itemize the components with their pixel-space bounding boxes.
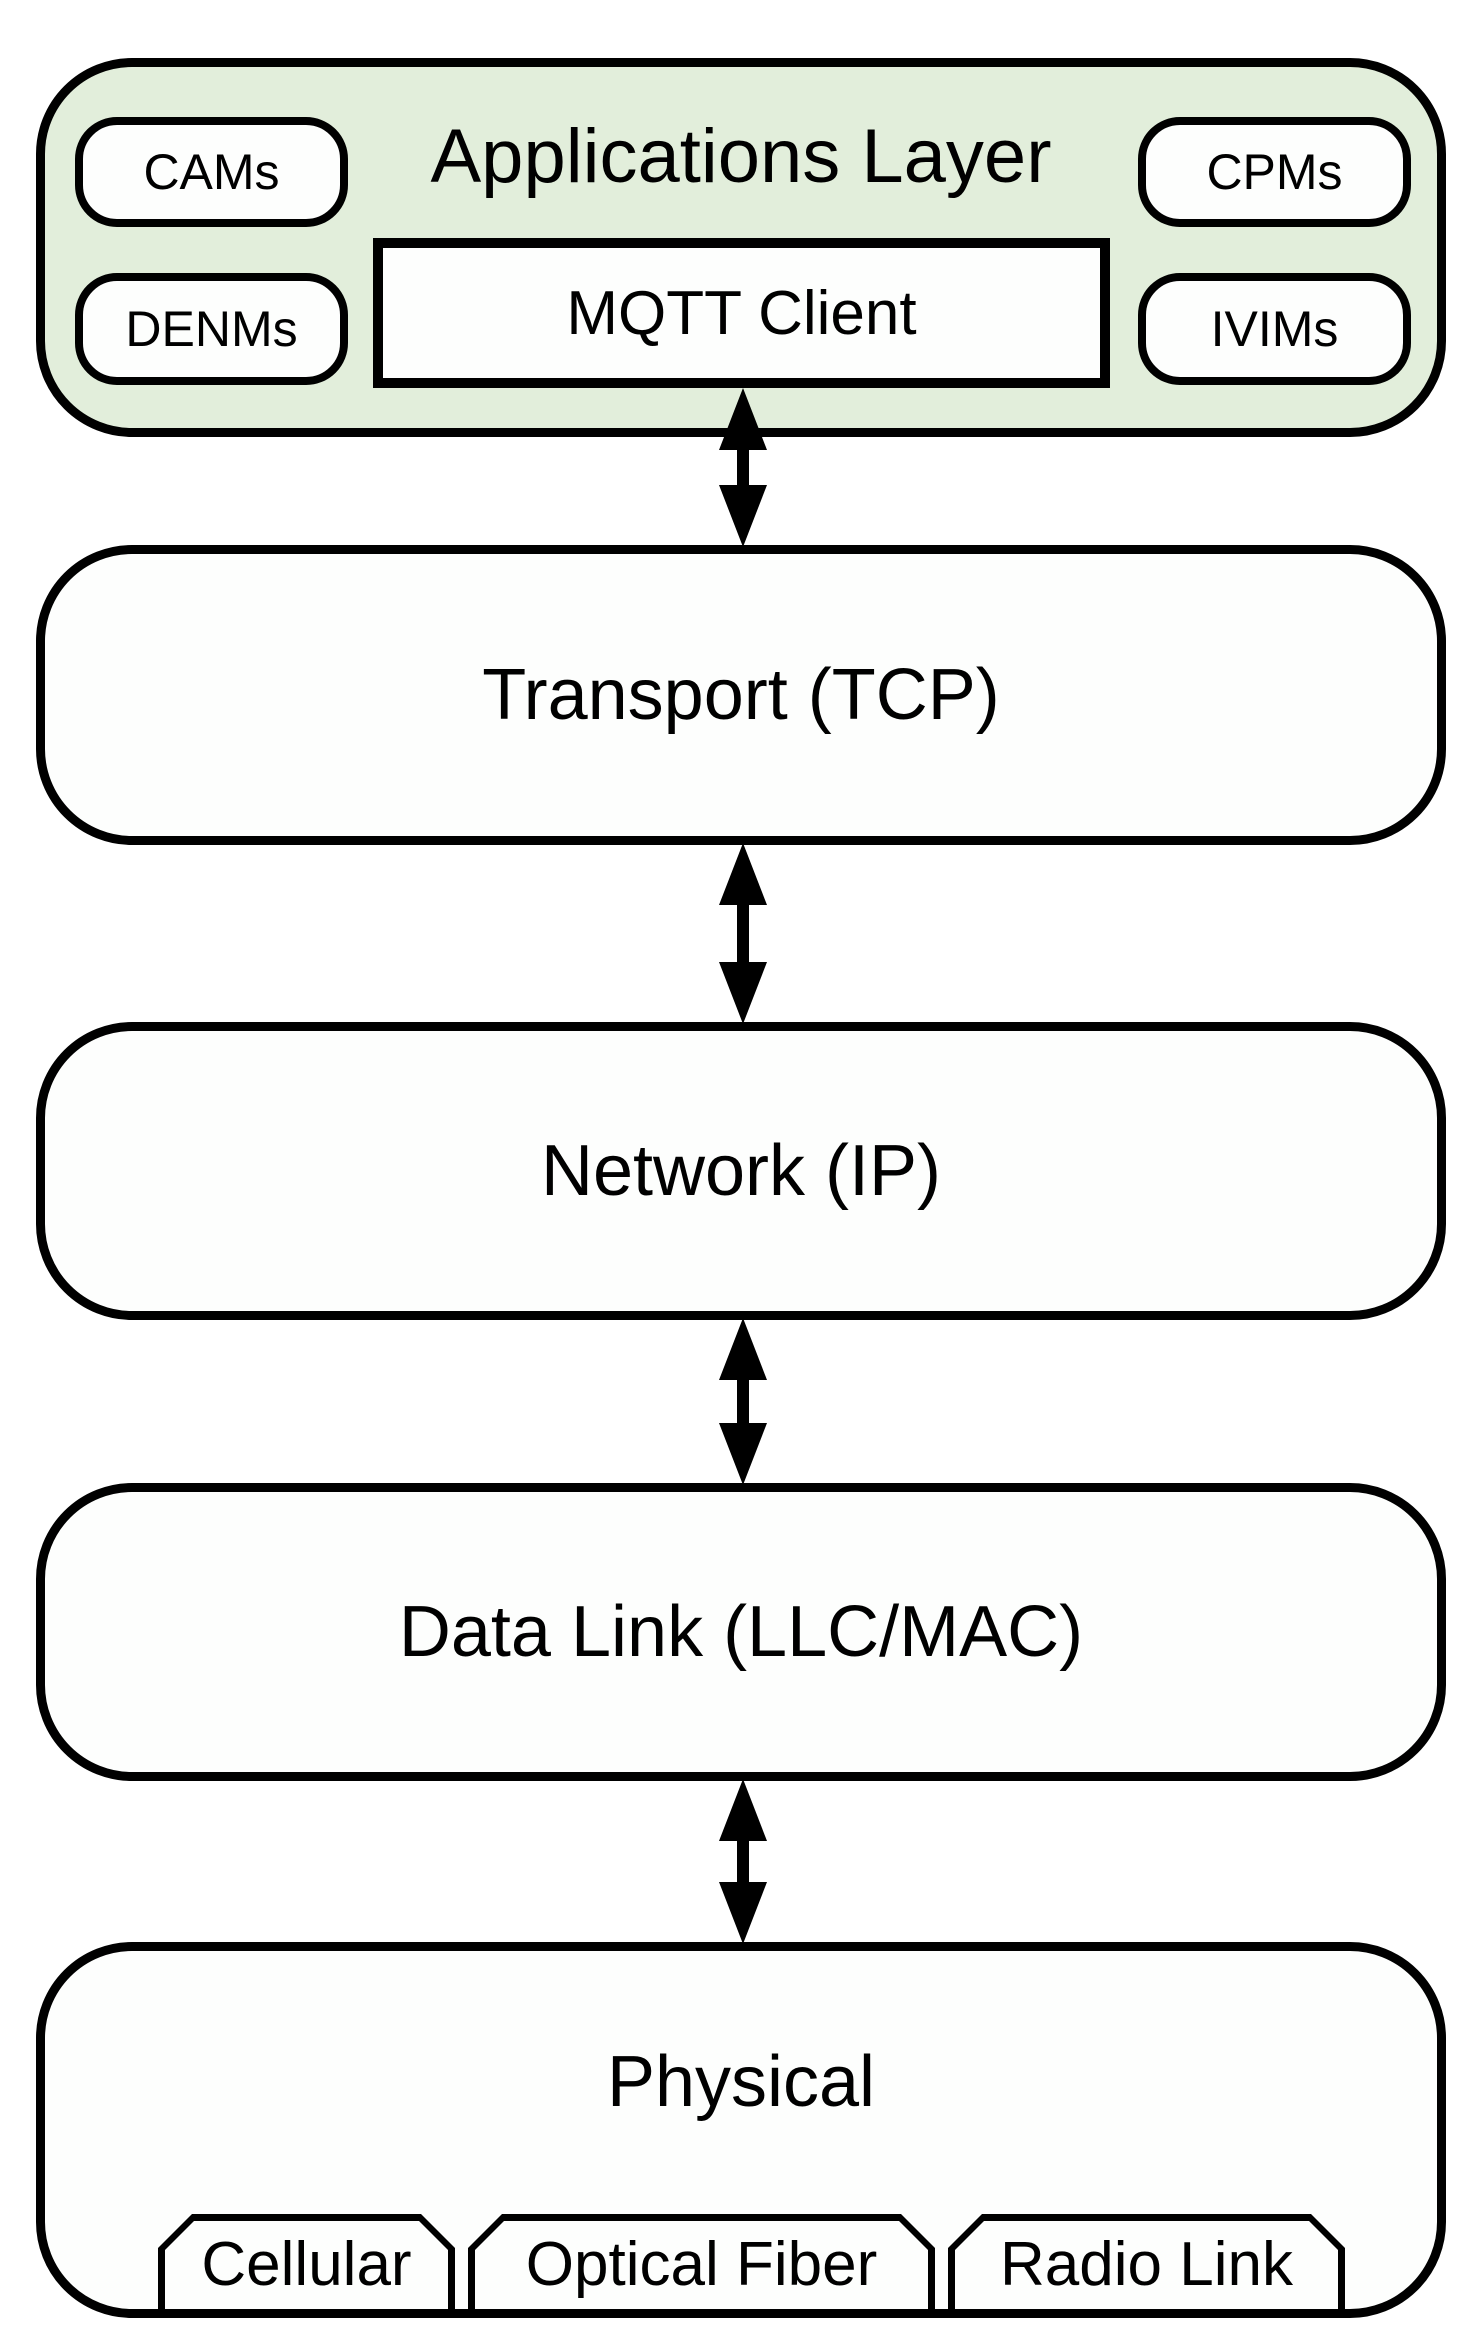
badge-ivims: IVIMs <box>1138 273 1411 385</box>
bidirectional-arrow-icon <box>719 843 767 1024</box>
sublayer-radio-link: Radio Link <box>948 2214 1345 2309</box>
physical-layer-box: Physical Cellular Optical Fiber Radio Li… <box>36 1942 1446 2318</box>
mqtt-client-label: MQTT Client <box>566 278 917 348</box>
transport-layer-label: Transport (TCP) <box>482 655 1000 735</box>
mqtt-client-box: MQTT Client <box>373 238 1110 388</box>
applications-layer-box: Applications Layer CAMs CPMs DENMs IVIMs… <box>36 58 1446 437</box>
sublayer-cellular-label: Cellular <box>201 2230 412 2299</box>
badge-cpms-label: CPMs <box>1206 144 1343 200</box>
sublayer-radio-link-label: Radio Link <box>1000 2230 1293 2299</box>
sublayer-optical-fiber-label: Optical Fiber <box>525 2230 878 2299</box>
bidirectional-arrow-icon <box>719 1318 767 1485</box>
badge-denms: DENMs <box>75 273 348 385</box>
bidirectional-arrow-icon <box>719 1779 767 1944</box>
data-link-layer-label: Data Link (LLC/MAC) <box>398 1592 1084 1672</box>
applications-layer-title: Applications Layer <box>430 114 1052 199</box>
physical-layer-label: Physical <box>606 2042 876 2122</box>
badge-ivims-label: IVIMs <box>1210 301 1339 357</box>
network-layer-label: Network (IP) <box>540 1131 942 1211</box>
data-link-layer-box: Data Link (LLC/MAC) <box>36 1483 1446 1781</box>
sublayer-optical-fiber: Optical Fiber <box>468 2214 935 2309</box>
badge-denms-label: DENMs <box>125 301 298 357</box>
badge-cams-label: CAMs <box>143 144 280 200</box>
badge-cams: CAMs <box>75 117 348 227</box>
badge-cpms: CPMs <box>1138 117 1411 227</box>
transport-layer-box: Transport (TCP) <box>36 545 1446 845</box>
network-layer-box: Network (IP) <box>36 1022 1446 1320</box>
sublayer-cellular: Cellular <box>158 2214 455 2309</box>
bidirectional-arrow-icon <box>719 388 767 547</box>
